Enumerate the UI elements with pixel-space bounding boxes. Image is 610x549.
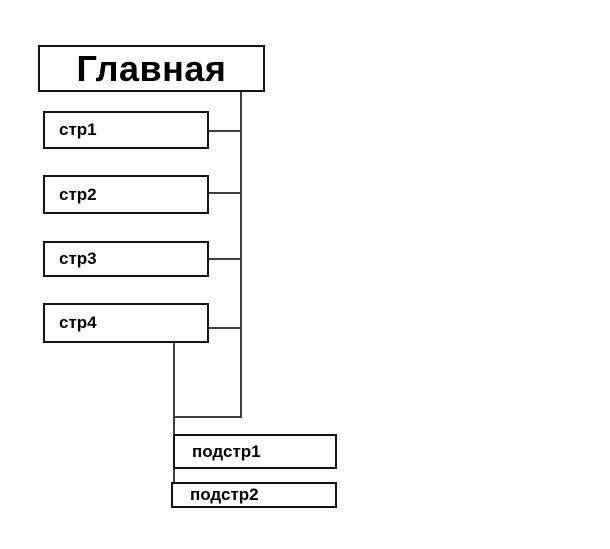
node-page-1: стр1 [43,111,209,149]
node-subpage-2-label: подстр2 [190,485,259,504]
node-page-4-label: стр4 [59,313,97,332]
node-page-3: стр3 [43,241,209,277]
node-subpage-2: подстр2 [171,482,337,508]
node-home: Главная [38,45,265,92]
connector-str1-line [208,130,242,132]
node-home-label: Главная [76,47,227,89]
trunk-junction-line [173,416,242,418]
node-page-2-label: стр2 [59,184,97,204]
node-subpage-1-label: подстр1 [192,441,261,461]
node-page-1-label: стр1 [59,120,97,139]
connector-str2-line [209,192,242,194]
connector-str3-line [209,258,242,260]
node-page-3-label: стр3 [59,249,97,268]
subpage-drop-line [173,343,175,482]
trunk-connector-line [240,92,242,418]
connector-str4-line [209,327,242,329]
node-subpage-1: подстр1 [173,434,337,469]
node-page-2: стр2 [43,175,209,214]
node-page-4: стр4 [43,303,209,343]
